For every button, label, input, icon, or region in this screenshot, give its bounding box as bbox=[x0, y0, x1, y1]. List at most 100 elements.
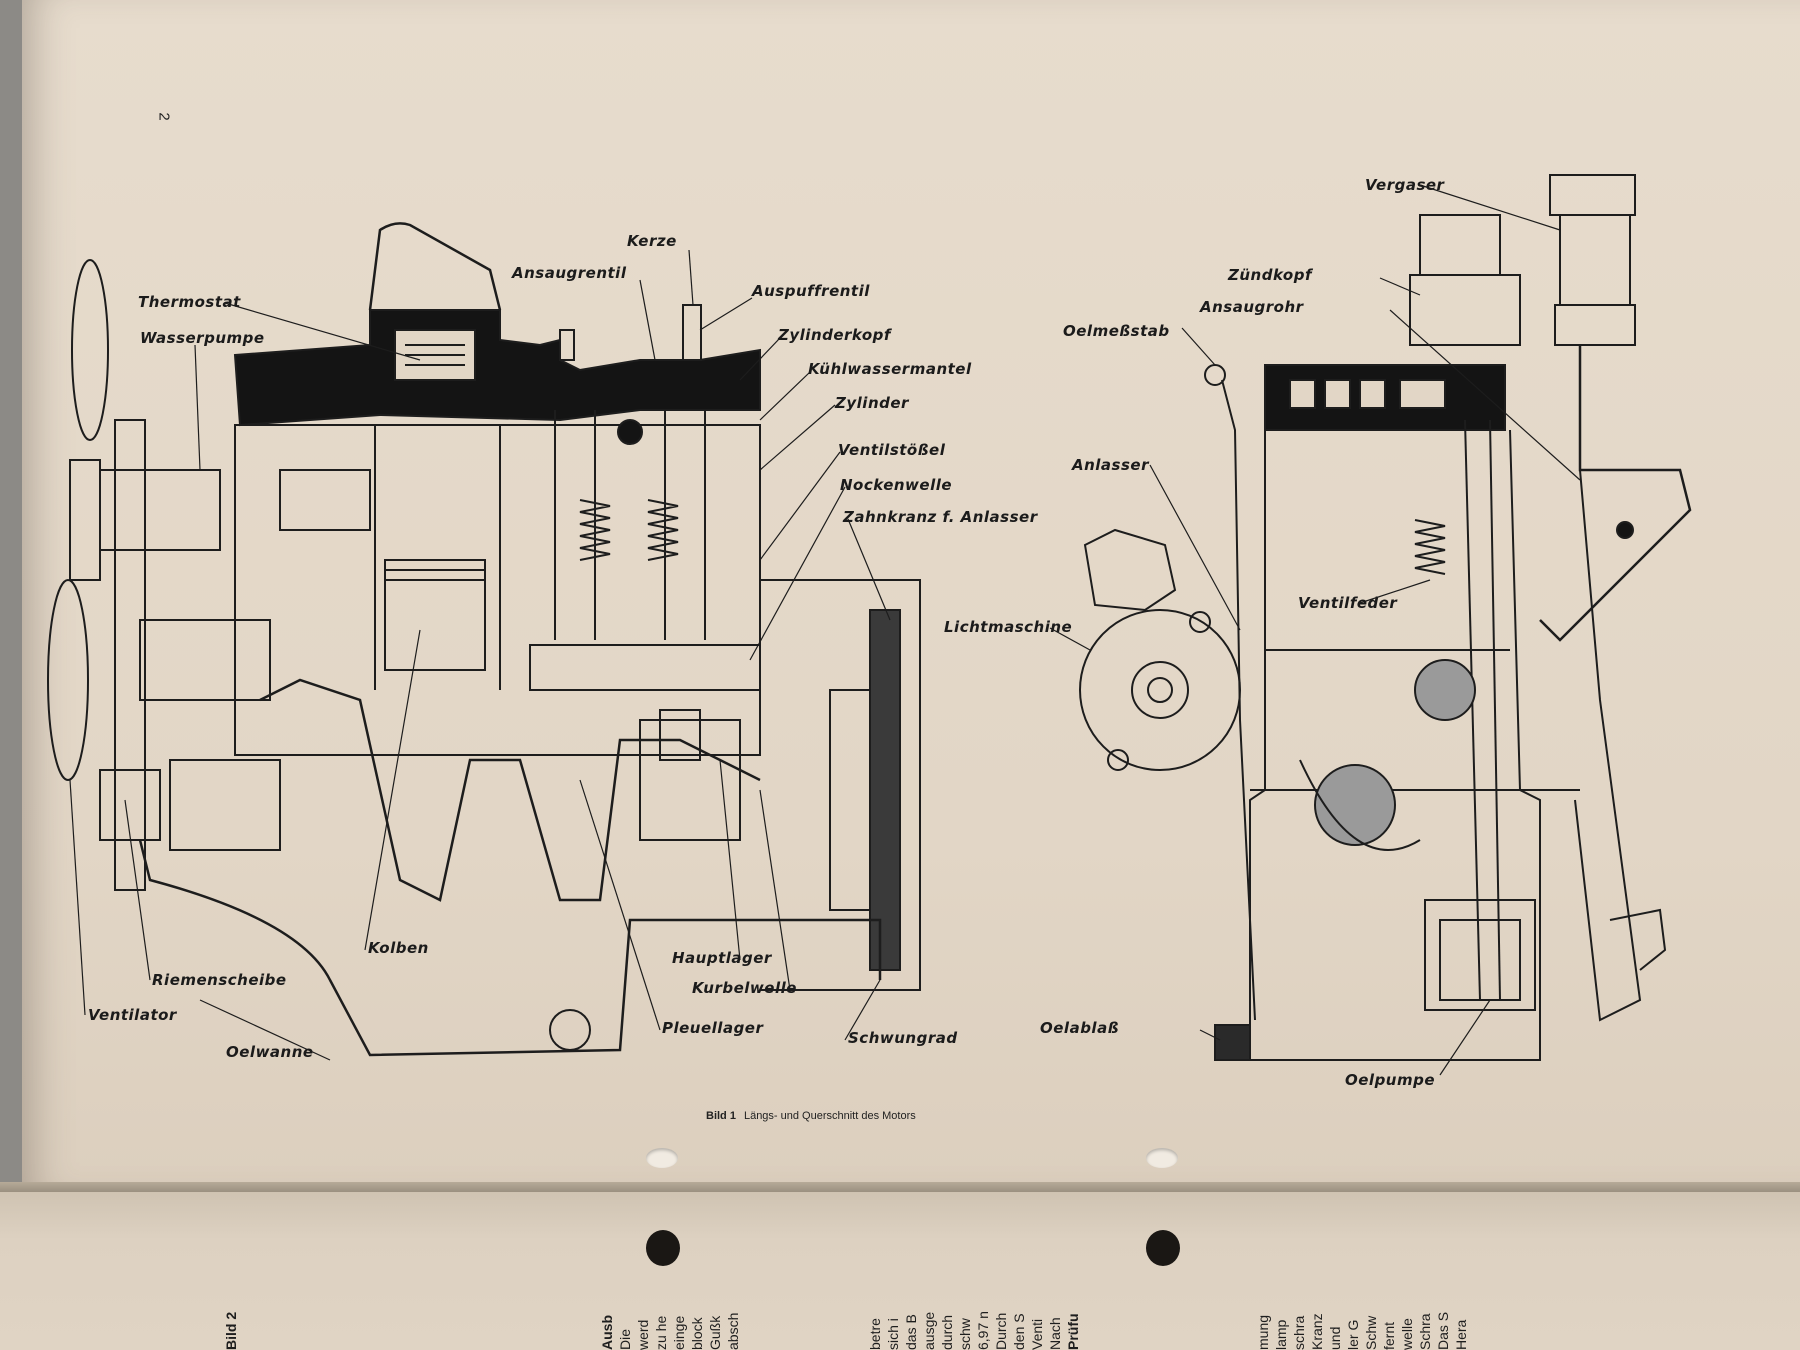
col2-line: durch bbox=[939, 1314, 955, 1350]
next-page-column-1: Ausb Die werd zu he einge block Gußk abs… bbox=[598, 1296, 742, 1350]
next-page-column-3: mung lamp schra Kranz und ler G Schw fer… bbox=[1254, 1296, 1470, 1350]
col2-line: Prüfu bbox=[1065, 1313, 1081, 1350]
cross-section bbox=[1079, 174, 1692, 1061]
crank-pulley bbox=[99, 769, 161, 841]
col3-line: und bbox=[1327, 1326, 1343, 1350]
label-riemenscheibe: Riemenscheibe bbox=[152, 971, 287, 989]
intake-manifold bbox=[1539, 345, 1692, 642]
punch-hole-left bbox=[646, 1148, 678, 1168]
spark-plug bbox=[682, 304, 702, 361]
col1-line: zu he bbox=[653, 1315, 669, 1350]
valve-train bbox=[554, 410, 706, 640]
cylinder-head bbox=[233, 309, 761, 427]
col1-line: einge bbox=[671, 1315, 687, 1350]
col1-line: Gußk bbox=[707, 1315, 723, 1350]
col2-line: betre bbox=[867, 1318, 883, 1350]
label-oelablass: Oelablaß bbox=[1040, 1019, 1119, 1037]
cross-camshaft bbox=[1414, 659, 1476, 721]
col3-line: Hera bbox=[1453, 1319, 1469, 1350]
label-kerze: Kerze bbox=[627, 232, 677, 250]
distributor-body bbox=[1409, 274, 1521, 346]
label-ventilfeder: Ventilfeder bbox=[1298, 594, 1398, 612]
label-kuehlwassermantel: Kühlwassermantel bbox=[808, 360, 972, 378]
timing-gear bbox=[139, 619, 271, 701]
label-oelwanne: Oelwanne bbox=[226, 1043, 314, 1061]
label-zahnkranz: Zahnkranz f. Anlasser bbox=[842, 508, 1039, 526]
col2-line: sich i bbox=[885, 1318, 901, 1350]
label-schwungrad: Schwungrad bbox=[848, 1029, 958, 1047]
fan-hub bbox=[69, 459, 101, 581]
cross-engine-block bbox=[1249, 429, 1541, 1061]
piston bbox=[384, 559, 486, 671]
label-ventilstoessel: Ventilstößel bbox=[838, 441, 946, 459]
mounting-bracket bbox=[1609, 908, 1667, 971]
engine-section-drawing: Kerze Ansaugrentil Auspuffrentil Thermos… bbox=[47, 174, 1692, 1089]
flywheel-ring-gear bbox=[869, 609, 901, 971]
labels: Kerze Ansaugrentil Auspuffrentil Thermos… bbox=[88, 176, 1446, 1089]
col2-line: 6,97 n bbox=[975, 1311, 991, 1350]
col1-line: Die bbox=[617, 1328, 633, 1350]
book-page-top bbox=[22, 0, 1800, 1190]
col3-line: mung bbox=[1255, 1314, 1271, 1350]
carburetor-body bbox=[1559, 214, 1631, 306]
generator bbox=[1079, 609, 1241, 771]
col2-line: ausge bbox=[921, 1311, 937, 1350]
col3-line: Das S bbox=[1435, 1311, 1451, 1350]
starter-motor bbox=[1083, 528, 1177, 612]
next-page-figure-label-text: Bild 2 bbox=[223, 1311, 239, 1350]
col3-line: Schw bbox=[1363, 1315, 1379, 1350]
engine-block bbox=[234, 424, 761, 756]
col2-line: Durch bbox=[993, 1312, 1009, 1350]
label-pleuellager: Pleuellager bbox=[662, 1019, 764, 1037]
carburetor-top bbox=[1549, 174, 1636, 216]
oil-pump bbox=[1424, 899, 1536, 1011]
col1-line: block bbox=[689, 1317, 705, 1350]
front-main-bearing bbox=[169, 759, 281, 851]
label-kolben: Kolben bbox=[368, 939, 429, 957]
oil-drain-plug-front bbox=[549, 1009, 591, 1051]
label-lichtmaschine: Lichtmaschine bbox=[944, 618, 1072, 636]
col2-line: Venti bbox=[1029, 1318, 1045, 1350]
fan-blade-top bbox=[71, 259, 109, 441]
label-ansaugrohr: Ansaugrohr bbox=[1199, 298, 1305, 316]
water-outlet-pipe bbox=[368, 222, 502, 311]
col3-line: lamp bbox=[1273, 1319, 1289, 1350]
flywheel bbox=[829, 689, 871, 911]
piston-2 bbox=[279, 469, 371, 531]
figure-caption-label: Bild 1 bbox=[706, 1110, 736, 1122]
label-ventilator: Ventilator bbox=[88, 1006, 178, 1024]
label-anlasser: Anlasser bbox=[1071, 456, 1150, 474]
col3-line: Schra bbox=[1417, 1313, 1433, 1350]
label-nockenwelle: Nockenwelle bbox=[840, 476, 952, 494]
col1-line: werd bbox=[635, 1319, 651, 1350]
col2-line: Nach bbox=[1047, 1317, 1063, 1350]
label-zuendkopf: Zündkopf bbox=[1227, 266, 1314, 284]
leader-lines bbox=[69, 184, 1581, 1076]
col3-line: ler G bbox=[1345, 1319, 1361, 1350]
crankshaft bbox=[259, 678, 761, 902]
col2-line: das B bbox=[903, 1314, 919, 1350]
camshaft bbox=[529, 644, 761, 691]
distributor-cap bbox=[1419, 214, 1501, 276]
col1-line: absch bbox=[725, 1312, 741, 1350]
col3-line: schra bbox=[1291, 1315, 1307, 1350]
label-ansaugventil: Ansaugrentil bbox=[511, 264, 627, 282]
label-kurbelwelle: Kurbelwelle bbox=[692, 979, 797, 997]
col3-line: fernt bbox=[1381, 1321, 1397, 1350]
cross-crankshaft bbox=[1314, 764, 1396, 846]
label-auspuffventil: Auspuffrentil bbox=[751, 282, 870, 300]
label-vergaser: Vergaser bbox=[1365, 176, 1446, 194]
connecting-rod-bearing bbox=[659, 709, 701, 761]
label-thermostat: Thermostat bbox=[138, 293, 241, 311]
longitudinal-section bbox=[47, 222, 921, 1057]
oil-drain-plug bbox=[1214, 1024, 1251, 1061]
punch-hole-right bbox=[1146, 1148, 1178, 1168]
col2-line: den S bbox=[1011, 1313, 1027, 1350]
punch-hole-lower-left bbox=[646, 1230, 680, 1266]
col3-line: Kranz bbox=[1309, 1313, 1325, 1350]
exhaust-pipe bbox=[1574, 469, 1642, 1022]
label-oelmessstab: Oelmeßstab bbox=[1063, 322, 1170, 340]
dipstick bbox=[1221, 379, 1256, 1021]
next-page-column-2: betre sich i das B ausge durch schw 6,97… bbox=[866, 1296, 1082, 1350]
